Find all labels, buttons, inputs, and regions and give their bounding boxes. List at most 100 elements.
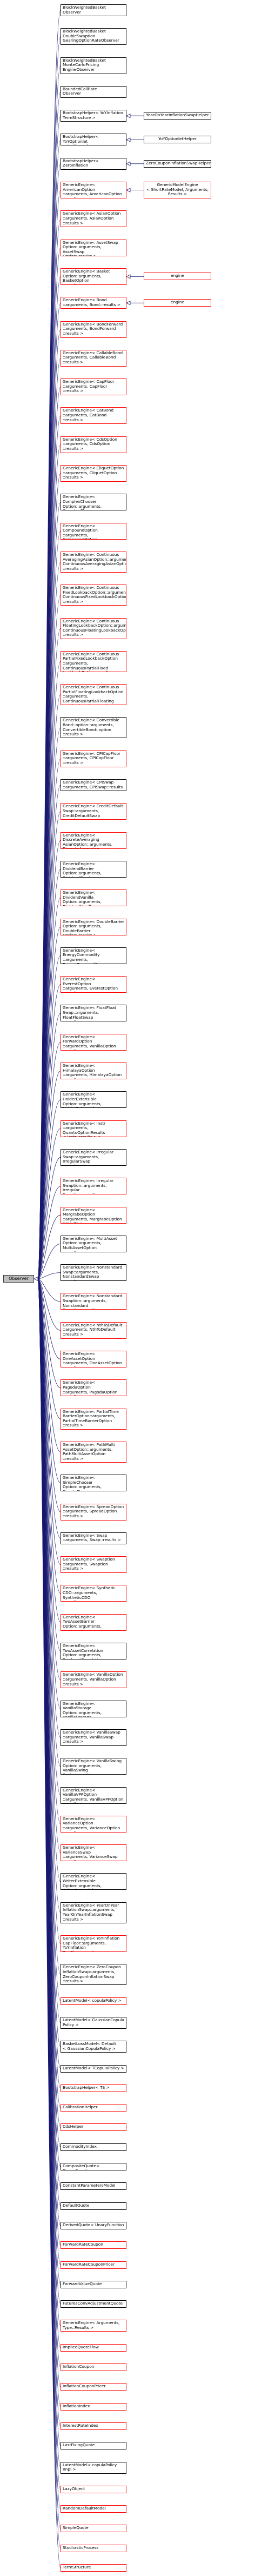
class-node-65[interactable]: GenericEngine< WriterExtensible Option::… xyxy=(61,1873,126,1890)
derived-node-3[interactable]: GenericModelEngine < ShortRateModel, Arg… xyxy=(144,182,211,199)
class-node-4[interactable]: BootstrapHelper< YoYInflation TermStruct… xyxy=(61,110,126,122)
class-node-73[interactable]: BootstrapHelper< TS > xyxy=(61,2084,126,2092)
class-node-45[interactable]: GenericEngine< Nonstandard Swaption::arg… xyxy=(61,1293,126,1310)
class-node-81[interactable]: ForwardRateCoupon xyxy=(61,2241,126,2249)
class-node-35[interactable]: GenericEngine< FloatFloat Swap::argument… xyxy=(61,1005,126,1022)
class-node-85[interactable]: GenericEngine< Arguments, Type::Results … xyxy=(61,2320,126,2332)
class-node-93[interactable]: LazyObject xyxy=(61,2485,126,2493)
class-node-14[interactable]: GenericEngine< CapFloor ::arguments, Cap… xyxy=(61,379,126,396)
class-node-2[interactable]: BlockWeightedBasket MonteCarloPricing En… xyxy=(61,57,126,74)
class-node-34[interactable]: GenericEngine< EverestOption ::arguments… xyxy=(61,976,126,993)
class-node-13[interactable]: GenericEngine< CallableBond ::arguments,… xyxy=(61,349,126,367)
class-node-66[interactable]: GenericEngine< YearOnYear InflationSwap:… xyxy=(61,1902,126,1923)
class-node-11[interactable]: GenericEngine< Bond ::arguments, Bond::r… xyxy=(61,297,126,309)
class-node-94[interactable]: RandomDefaultModel xyxy=(61,2505,126,2513)
class-node-55[interactable]: GenericEngine< Synthetic CDO::arguments,… xyxy=(61,1585,126,1602)
class-node-33[interactable]: GenericEngine< EnergyCommodity ::argumen… xyxy=(61,947,126,964)
class-node-78[interactable]: ConstantParametersModel xyxy=(61,2182,126,2190)
class-node-12[interactable]: GenericEngine< BondForward ::arguments, … xyxy=(61,321,126,338)
class-node-58[interactable]: GenericEngine< VanillaOption ::arguments… xyxy=(61,1671,126,1689)
class-node-82[interactable]: ForwardRateCouponPricer xyxy=(61,2261,126,2269)
class-node-87[interactable]: InflationCoupon xyxy=(61,2363,126,2371)
class-node-40[interactable]: GenericEngine< Irregular Swap::arguments… xyxy=(61,1148,126,1166)
class-node-41[interactable]: GenericEngine< Irregular Swaption::argum… xyxy=(61,1178,126,1195)
class-node-77[interactable]: CompositeQuote< BinaryFunction > xyxy=(61,2163,126,2171)
class-node-53[interactable]: GenericEngine< Swap ::arguments, Swap::r… xyxy=(61,1532,126,1544)
class-node-3[interactable]: BoundedCallRate Observer xyxy=(61,85,126,98)
class-node-16[interactable]: GenericEngine< CdsOption ::arguments, Cd… xyxy=(61,436,126,453)
class-node-18[interactable]: GenericEngine< ComplexChooser Option::ar… xyxy=(61,494,126,511)
class-node-7[interactable]: GenericEngine< AmericanOption ::argument… xyxy=(61,182,126,199)
class-node-80[interactable]: DerivedQuote< UnaryFunction > xyxy=(61,2221,126,2229)
class-node-74[interactable]: CalibrationHelper xyxy=(61,2104,126,2112)
class-node-56[interactable]: GenericEngine< TwoAssetBarrier Option::a… xyxy=(61,1614,126,1631)
class-node-47[interactable]: GenericEngine< OneAssetOption ::argument… xyxy=(61,1351,126,1368)
class-node-27[interactable]: GenericEngine< CPISwap ::arguments, CPIS… xyxy=(61,779,126,792)
class-node-36[interactable]: GenericEngine< ForwardOption ::arguments… xyxy=(61,1033,126,1051)
class-node-90[interactable]: InterestRateIndex xyxy=(61,2422,126,2430)
class-node-21[interactable]: GenericEngine< Continuous FixedLookbackO… xyxy=(61,585,126,606)
class-node-25[interactable]: GenericEngine< Convertible Bond::option:… xyxy=(61,717,126,739)
class-node-69[interactable]: LatentModel< copulaPolicy > xyxy=(61,1997,126,2005)
class-node-42[interactable]: GenericEngine< MargrabeOption ::argument… xyxy=(61,1206,126,1224)
class-node-92[interactable]: LatentModel< copulaPolicy Impl > xyxy=(61,2461,126,2474)
class-node-75[interactable]: CdsHelper xyxy=(61,2123,126,2132)
class-node-20[interactable]: GenericEngine< Continuous AveragingAsian… xyxy=(61,551,126,573)
observer-root-node[interactable]: Observer xyxy=(3,1275,34,1283)
class-node-96[interactable]: StochasticProcess xyxy=(61,2544,126,2552)
class-node-71[interactable]: BasketLossModel< Default < GaussianCopul… xyxy=(61,2041,126,2053)
class-node-30[interactable]: GenericEngine< DividendBarrier Option::a… xyxy=(61,860,126,878)
class-node-86[interactable]: ImpliedQuoteFlow xyxy=(61,2343,126,2352)
class-node-19[interactable]: GenericEngine< CompoundOption ::argument… xyxy=(61,522,126,540)
class-node-6[interactable]: BootstrapHelper< ZeroInflation TermStruc… xyxy=(61,157,126,170)
class-node-89[interactable]: InflationIndex xyxy=(61,2402,126,2411)
derived-node-1[interactable]: YoYOptionletHelper xyxy=(144,136,211,144)
class-node-43[interactable]: GenericEngine< MultiAsset Option::argume… xyxy=(61,1235,126,1252)
class-node-50[interactable]: GenericEngine< PathMulti AssetOption::ar… xyxy=(61,1441,126,1463)
class-node-51[interactable]: GenericEngine< SimpleChooser Option::arg… xyxy=(61,1475,126,1492)
class-node-91[interactable]: LastFixingQuote xyxy=(61,2442,126,2450)
class-node-64[interactable]: GenericEngine< VarianceSwap ::arguments,… xyxy=(61,1844,126,1862)
class-node-22[interactable]: GenericEngine< Continuous FloatingLookba… xyxy=(61,618,126,639)
class-node-0[interactable]: BlockWeightedBasket Observer xyxy=(61,4,126,16)
class-node-29[interactable]: GenericEngine< DiscreteAveraging AsianOp… xyxy=(61,832,126,849)
class-node-84[interactable]: FuturesConvAdjustmentQuote xyxy=(61,2300,126,2308)
class-node-10[interactable]: GenericEngine< Basket Option::arguments,… xyxy=(61,268,126,285)
class-node-1[interactable]: BlockWeightedBasket DoubleSwaption Geari… xyxy=(61,28,126,45)
class-node-5[interactable]: BootstrapHelper< YoYOptionlet Volatility… xyxy=(61,134,126,146)
class-node-54[interactable]: GenericEngine< Swaption ::arguments, Swa… xyxy=(61,1556,126,1574)
class-node-61[interactable]: GenericEngine< VanillaSwing Option::argu… xyxy=(61,1758,126,1775)
class-node-72[interactable]: LatentModel< TCopulaPolicy > xyxy=(61,2064,126,2073)
derived-node-0[interactable]: YearOnYearInflationSwapHelper xyxy=(144,112,211,120)
class-node-28[interactable]: GenericEngine< CreditDefault Swap::argum… xyxy=(61,803,126,820)
derived-node-2[interactable]: ZeroCouponInflationSwapHelper xyxy=(144,160,211,168)
class-node-62[interactable]: GenericEngine< VanillaVPPOption ::argume… xyxy=(61,1787,126,1804)
class-node-59[interactable]: GenericEngine< VanillaStorage Option::ar… xyxy=(61,1700,126,1717)
class-node-48[interactable]: GenericEngine< PagodaOption ::arguments,… xyxy=(61,1379,126,1397)
class-node-38[interactable]: GenericEngine< HolderExtensible Option::… xyxy=(61,1091,126,1108)
class-node-63[interactable]: GenericEngine< VarianceOption ::argument… xyxy=(61,1815,126,1833)
class-node-83[interactable]: ForwardValueQuote xyxy=(61,2280,126,2288)
class-node-46[interactable]: GenericEngine< NthToDefault ::arguments,… xyxy=(61,1322,126,1339)
class-node-37[interactable]: GenericEngine< HimalayaOption ::argument… xyxy=(61,1063,126,1080)
class-node-49[interactable]: GenericEngine< PartialTime BarrierOption… xyxy=(61,1408,126,1430)
class-node-79[interactable]: DefaultQuote xyxy=(61,2202,126,2210)
class-node-76[interactable]: CommodityIndex xyxy=(61,2143,126,2151)
class-node-26[interactable]: GenericEngine< CPICapFloor ::arguments, … xyxy=(61,750,126,767)
class-node-39[interactable]: GenericEngine< Instr ::arguments, Quanto… xyxy=(61,1120,126,1137)
class-node-97[interactable]: TermStructure xyxy=(61,2564,126,2572)
class-node-32[interactable]: GenericEngine< DoubleBarrier Option::arg… xyxy=(61,918,126,935)
class-node-60[interactable]: GenericEngine< VanillaSwap ::arguments, … xyxy=(61,1729,126,1746)
class-node-67[interactable]: GenericEngine< YoYInflation CapFloor::ar… xyxy=(61,1935,126,1953)
class-node-52[interactable]: GenericEngine< SpreadOption ::arguments,… xyxy=(61,1503,126,1521)
class-node-8[interactable]: GenericEngine< AsianOption ::arguments, … xyxy=(61,210,126,228)
class-node-95[interactable]: SimpleQuote xyxy=(61,2525,126,2533)
class-node-23[interactable]: GenericEngine< Continuous PartialFixedLo… xyxy=(61,650,126,672)
derived-node-5[interactable]: engine xyxy=(144,299,211,307)
class-node-9[interactable]: GenericEngine< AssetSwap Option::argumen… xyxy=(61,239,126,256)
class-node-15[interactable]: GenericEngine< CatBond ::arguments, CatB… xyxy=(61,407,126,424)
derived-node-4[interactable]: engine xyxy=(144,273,211,281)
class-node-44[interactable]: GenericEngine< Nonstandard Swap::argumen… xyxy=(61,1264,126,1282)
class-node-88[interactable]: InflationCouponPricer xyxy=(61,2383,126,2391)
class-node-70[interactable]: LatentModel< GaussianCopula Policy > xyxy=(61,2016,126,2029)
